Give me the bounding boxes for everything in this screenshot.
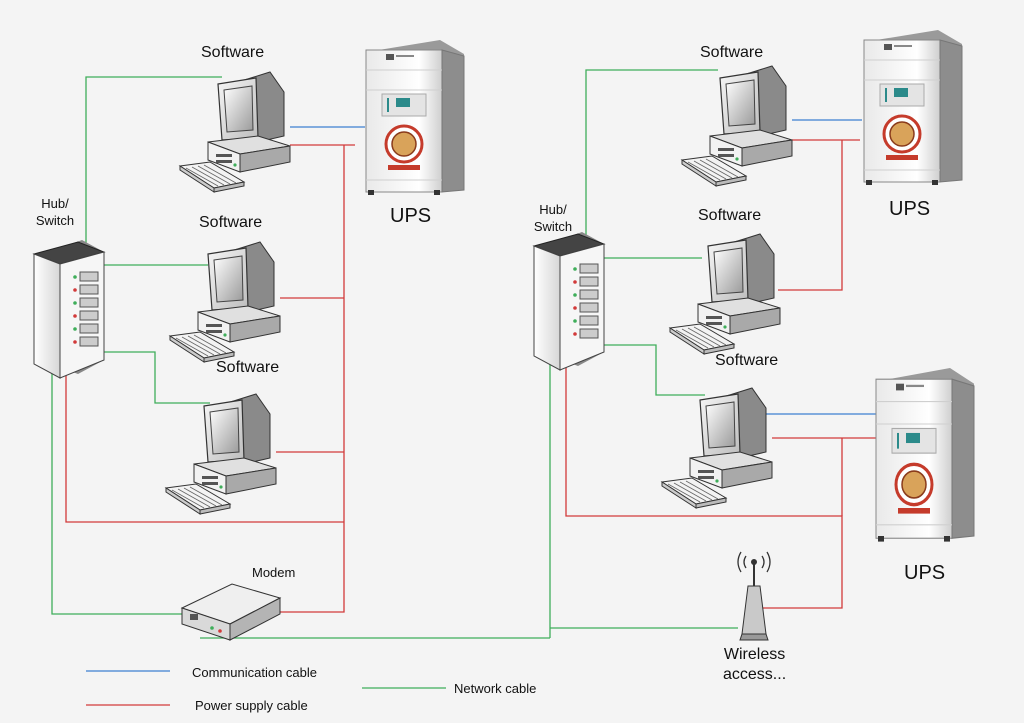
software-label-left-2: Software — [199, 214, 263, 231]
ups-label-right-bottom: UPS — [904, 562, 946, 584]
computer-right-1-icon — [681, 65, 793, 187]
legend-communication-label: Communication cable — [192, 665, 318, 680]
software-label-right-1: Software — [700, 44, 764, 61]
ups-right-bottom-icon — [874, 366, 976, 544]
hub-switch-label-right: Hub/ Switch — [528, 201, 578, 235]
ups-left-icon — [364, 38, 466, 197]
modem-label: Modem — [252, 565, 296, 580]
hub-switch-label-left: Hub/ Switch — [30, 195, 80, 229]
software-label-right-2: Software — [698, 207, 762, 224]
wireless-label-line2: access... — [723, 666, 787, 683]
legend-power-label: Power supply cable — [195, 698, 308, 713]
computer-right-2-icon — [669, 233, 781, 355]
communication-cables — [290, 119, 880, 415]
ups-label-left: UPS — [390, 205, 432, 227]
ups-label-right-top: UPS — [889, 198, 931, 220]
hub-label-line2: Switch — [533, 219, 573, 234]
computer-right-3-icon — [661, 387, 773, 509]
software-label-left-1: Software — [201, 44, 265, 61]
network-cables — [51, 69, 738, 639]
power-cables — [65, 139, 880, 613]
hub-switch-left-icon — [33, 239, 105, 379]
wireless-label-line1: Wireless — [723, 646, 786, 663]
hub-switch-right-icon — [533, 231, 605, 371]
legend-network-label: Network cable — [454, 681, 537, 696]
software-label-right-3: Software — [715, 352, 779, 369]
computer-left-2-icon — [169, 241, 281, 363]
computer-left-1-icon — [179, 71, 291, 193]
hub-label-line2: Switch — [35, 213, 75, 228]
wireless-access-label: Wireless access... — [723, 645, 786, 685]
hub-label-line1: Hub/ — [41, 196, 69, 211]
software-label-left-3: Software — [216, 359, 280, 376]
wireless-antenna-icon — [737, 551, 771, 641]
computer-left-3-icon — [165, 393, 277, 515]
hub-label-line1: Hub/ — [539, 202, 567, 217]
modem-icon — [180, 583, 282, 641]
ups-right-top-icon — [862, 28, 964, 187]
